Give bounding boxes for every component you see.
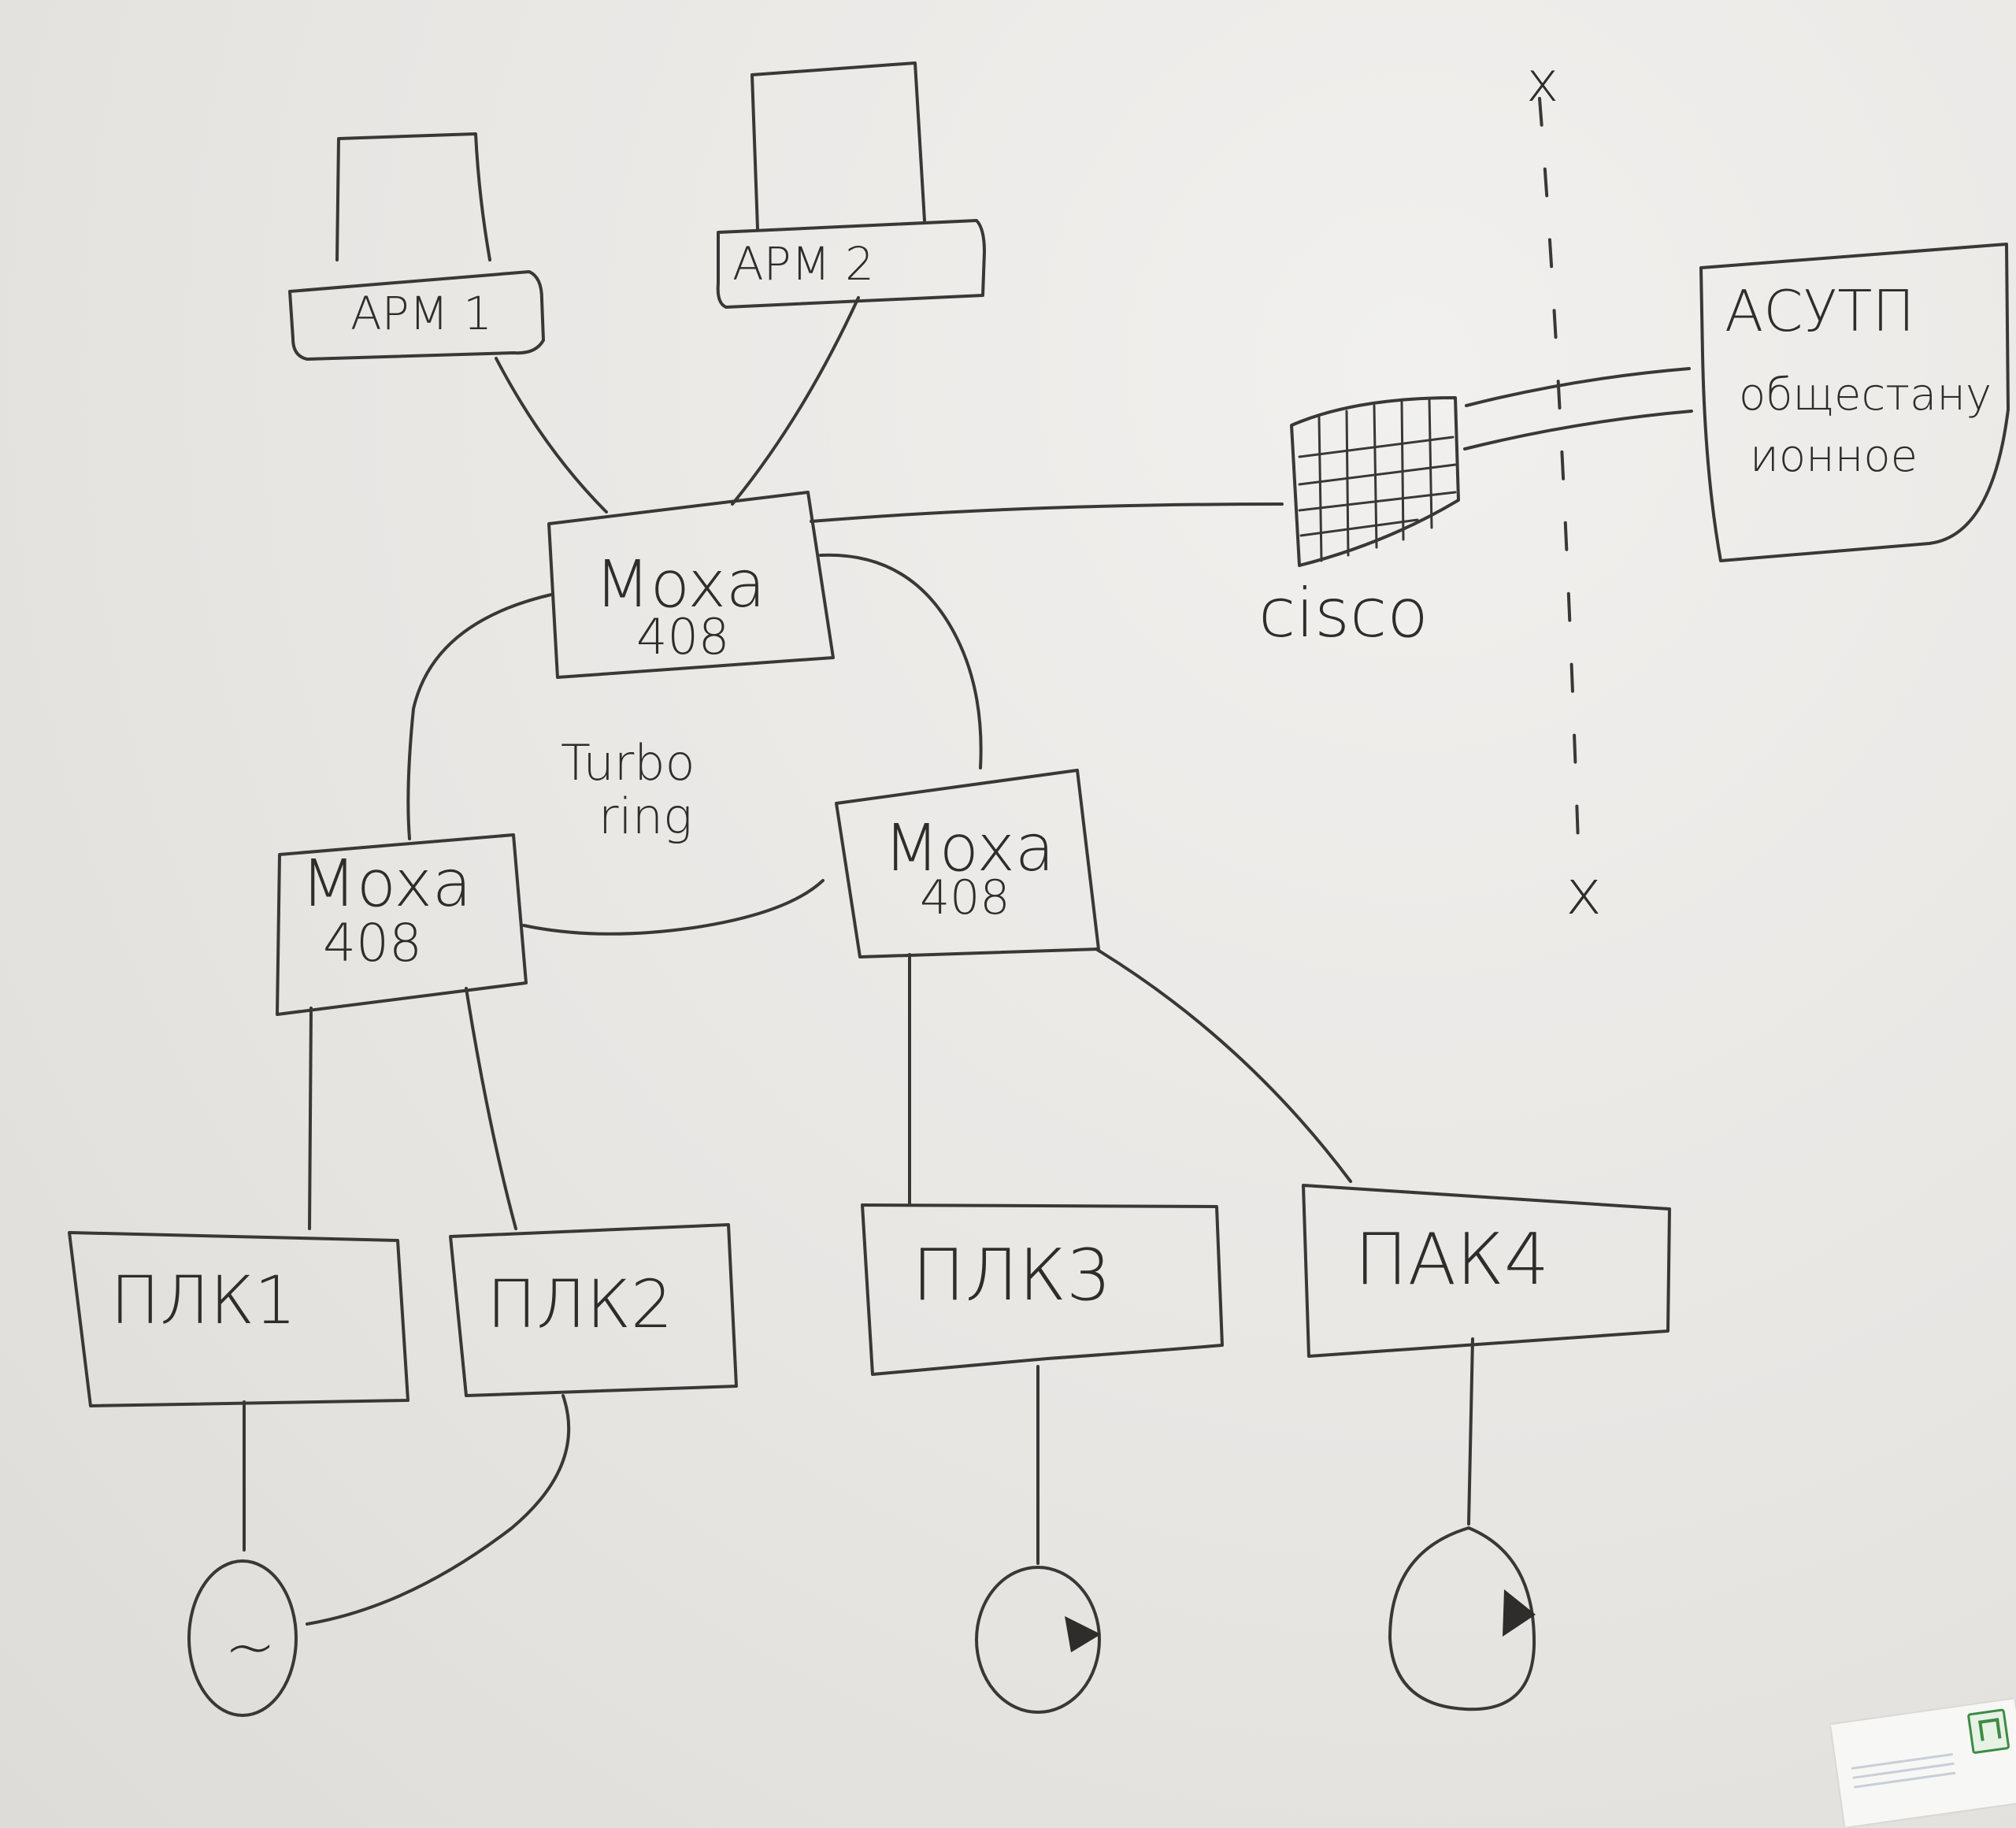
link-moxa-plc2: [465, 987, 517, 1230]
link-moxa-cisco: [810, 502, 1284, 523]
plc1: ПЛК1: [68, 1231, 410, 1407]
firewall-cisco: cisco: [1258, 396, 1460, 653]
link-plc4-pump: [1467, 1337, 1474, 1526]
network-boundary: x x: [1526, 50, 1602, 929]
monitor-icon: [335, 132, 491, 261]
link-cisco-asutp-2: [1463, 410, 1693, 451]
workstation-base: [288, 270, 545, 361]
pump-icon: [1388, 1526, 1536, 1711]
moxa-right-name: Moxa: [884, 811, 1054, 886]
plc2-label: ПЛК2: [487, 1266, 673, 1343]
moxa-left-name: Moxa: [301, 847, 472, 921]
boundary-line: [1538, 97, 1581, 868]
moxa-top-name: Moxa: [595, 547, 765, 622]
link-arm2-moxa: [731, 296, 860, 506]
moxa-right-model: 408: [920, 870, 1010, 925]
plc2: ПЛК2: [449, 1223, 738, 1397]
workstation-arm1: АРМ 1: [288, 132, 545, 361]
plc3-label: ПЛК3: [912, 1234, 1111, 1317]
note-scribbles: [1851, 1746, 1957, 1796]
ring-label-line2: ring: [598, 788, 692, 845]
asutp-system: АСУТП общестану ионное: [1699, 243, 2010, 562]
link-arm1-moxa: [495, 357, 608, 514]
link-moxa-plc1: [308, 1007, 313, 1230]
plc4: ПАК4: [1302, 1184, 1671, 1358]
generator-symbol: ~: [224, 1612, 276, 1683]
switch-moxa-top: Moxa 408: [547, 491, 835, 679]
arm2-label: АРМ 2: [732, 237, 874, 291]
link-cisco-asutp-1: [1465, 367, 1691, 407]
plc4-label: ПАК4: [1354, 1218, 1549, 1301]
switch-moxa-left: Moxa 408: [276, 833, 528, 1016]
arm1-label: АРМ 1: [350, 287, 492, 340]
workstation-base: [716, 219, 986, 309]
pump-icon: [975, 1566, 1101, 1714]
asutp-title: АСУТП: [1725, 278, 1915, 344]
moxa-left-model: 408: [323, 913, 422, 973]
workstation-arm2: АРМ 2: [716, 61, 986, 309]
boundary-marker-bottom: x: [1566, 858, 1602, 929]
cisco-label: cisco: [1258, 574, 1429, 653]
ring-label-line1: Turbo: [561, 734, 695, 792]
plc1-label: ПЛК1: [110, 1262, 296, 1339]
boundary-marker-top: x: [1526, 50, 1558, 114]
link-plc2-generator: [306, 1394, 571, 1626]
ring-link-top-right: [819, 553, 983, 769]
ring-link-top-left: [406, 593, 553, 840]
moxa-top-model: 408: [636, 608, 729, 666]
ring-link-left-right: [522, 879, 825, 936]
monitor-icon: [750, 61, 926, 230]
asutp-line1: общестану: [1739, 369, 1992, 421]
plc3: ПЛК3: [861, 1203, 1224, 1376]
generator-icon: ~: [187, 1559, 298, 1717]
logo-icon: [1966, 1708, 2010, 1755]
asutp-line2: ионное: [1750, 431, 1918, 482]
link-moxa-plc4: [1095, 947, 1352, 1183]
firewall-icon: [1290, 396, 1460, 567]
switch-moxa-right: Moxa 408: [835, 769, 1100, 958]
